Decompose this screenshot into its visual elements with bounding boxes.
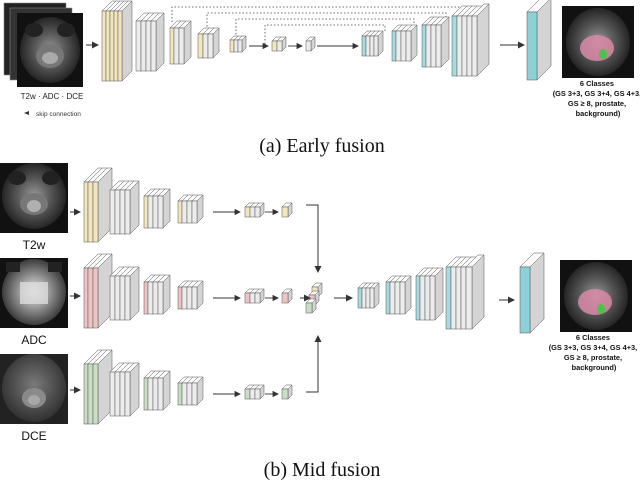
skip-connection-arrow-icon [24, 111, 29, 115]
feature-map [254, 288, 265, 304]
feature-map [281, 202, 293, 218]
early-input-stack [3, 2, 83, 87]
feature-map [150, 12, 165, 72]
mid-output-line: GS ≥ 8, prostate, [564, 353, 622, 362]
early-output-line: (GS 3+3, GS 3+4, GS 4+3, [553, 89, 640, 98]
output-layer-block [519, 252, 545, 334]
mid-output-image [560, 260, 632, 332]
feature-map [305, 36, 316, 52]
early-output-line: GS ≥ 8, prostate, [568, 99, 626, 108]
mri-image [17, 13, 83, 87]
early-network [101, 0, 552, 82]
fused-bottleneck-dce [305, 298, 317, 314]
feature-map [465, 254, 485, 330]
feature-map [157, 274, 171, 315]
feature-map [191, 376, 204, 406]
mid-fusion-caption: (b) Mid fusion [264, 459, 381, 481]
feature-map [435, 16, 450, 68]
feature-map [254, 384, 265, 400]
feature-map [281, 288, 293, 304]
feature-map [276, 36, 287, 52]
feature-map [191, 194, 204, 224]
mid-input-label-adc: ADC [21, 333, 47, 347]
mid-input-label-dce: DCE [21, 429, 46, 443]
feature-map [399, 275, 412, 315]
output-layer-block [526, 0, 552, 81]
feature-map [471, 3, 490, 77]
feature-map [124, 180, 140, 235]
mid-output-line: background) [572, 363, 617, 372]
mid-fusion-panel: T2w ADC DCE [0, 163, 640, 481]
feature-map [92, 253, 113, 329]
mri-image [0, 258, 68, 328]
feature-map [237, 35, 247, 53]
fusion-arrows [300, 204, 515, 393]
feature-map [117, 0, 133, 82]
feature-map [405, 24, 418, 62]
feature-map [92, 349, 113, 425]
mri-image [0, 354, 68, 424]
feature-map [429, 267, 444, 321]
feature-map [281, 384, 293, 400]
feature-map [369, 282, 380, 309]
feature-map [92, 167, 113, 243]
feature-map [124, 266, 140, 321]
early-output-line: background) [576, 109, 621, 118]
feature-map [157, 188, 171, 229]
early-input-label: T2w · ADC · DCE [21, 92, 84, 101]
early-fusion-panel: T2w · ADC · DCE skip connection 6 Classe… [3, 0, 640, 157]
early-output-title: 6 Classes [580, 79, 614, 88]
feature-map [124, 362, 140, 417]
mid-output-caption: 6 Classes (GS 3+3, GS 3+4, GS 4+3, GS ≥ … [549, 333, 640, 372]
mid-network [83, 167, 545, 425]
feature-map [254, 202, 265, 218]
feature-map [157, 370, 171, 411]
feature-map [178, 20, 192, 65]
feature-map [207, 27, 220, 59]
skip-legend-label: skip connection [36, 111, 81, 118]
feature-map [373, 30, 384, 57]
early-output-image [562, 6, 634, 78]
feature-map [191, 280, 204, 310]
skip-connection-legend: skip connection [24, 111, 81, 118]
early-fusion-caption: (a) Early fusion [259, 135, 385, 157]
mid-output-line: (GS 3+3, GS 3+4, GS 4+3, [549, 343, 638, 352]
mri-image [0, 163, 68, 233]
mid-output-title: 6 Classes [576, 333, 610, 342]
mid-input-label-t2w: T2w [23, 238, 46, 252]
early-output-caption: 6 Classes (GS 3+3, GS 3+4, GS 4+3, GS ≥ … [553, 79, 640, 118]
